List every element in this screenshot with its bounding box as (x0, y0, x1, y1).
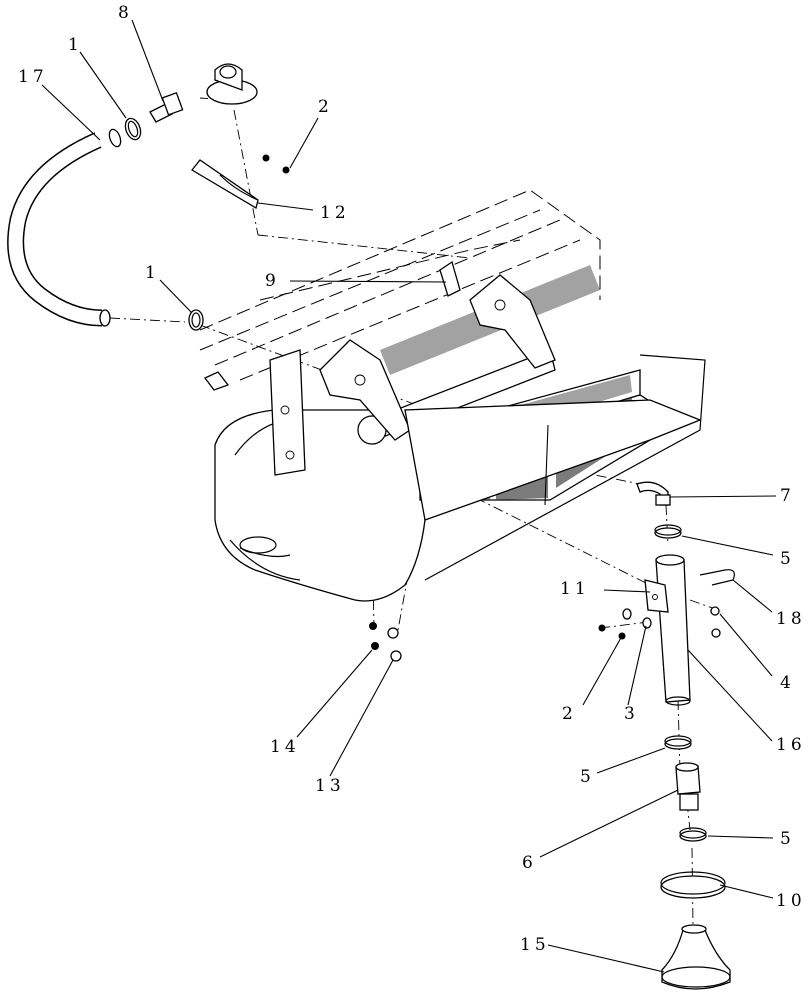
boot-15 (661, 924, 731, 990)
callout-14: 14 (270, 737, 300, 757)
callout-3: 3 (624, 704, 639, 724)
rotor-housing-assembly (214, 265, 706, 602)
u-bolt-18 (699, 569, 735, 586)
leader-lines (41, 19, 777, 973)
bracket-12 (191, 159, 259, 210)
band-clamp-10 (660, 871, 726, 899)
hose-clamp-5-a (654, 524, 682, 539)
callout-16: 16 (776, 735, 806, 755)
callout-2-lower: 2 (562, 704, 577, 724)
barbed-fitting-8 (149, 91, 184, 123)
callout-5-a: 5 (780, 549, 795, 569)
callout-17: 17 (18, 67, 48, 87)
callout-5-c: 5 (780, 829, 795, 849)
callout-10: 10 (776, 891, 806, 911)
coupler-6 (675, 762, 701, 811)
callout-15: 15 (520, 935, 550, 955)
elbow-flange (206, 63, 258, 105)
callout-1-upper: 1 (68, 35, 83, 55)
hose-clamp-1-upper (124, 117, 142, 141)
square-tube (203, 371, 230, 391)
callout-9: 9 (265, 271, 280, 291)
callouts: 8 1 17 2 12 9 1 7 5 11 18 4 2 3 16 14 13… (18, 3, 806, 955)
nuts-14 (369, 622, 379, 650)
callout-12: 12 (320, 203, 350, 223)
callout-18: 18 (776, 609, 806, 629)
nuts-4 (710, 606, 721, 638)
mount-bracket-11 (644, 579, 669, 613)
callout-4: 4 (780, 673, 795, 693)
nuts-2-upper (262, 154, 290, 174)
callout-2-upper: 2 (318, 97, 333, 117)
washers-3 (622, 608, 652, 629)
callout-5-b: 5 (580, 767, 595, 787)
hose-clamp-5-b (664, 735, 692, 750)
elbow-fitting-7 (636, 481, 671, 506)
callout-7: 7 (780, 486, 795, 506)
callout-13: 13 (315, 776, 345, 796)
hose-clamp-5-c (679, 827, 707, 842)
hose-17 (7, 128, 122, 327)
callout-6: 6 (522, 853, 537, 873)
pipe-16 (655, 554, 691, 706)
bracket-9 (439, 260, 461, 297)
callout-1-lower: 1 (145, 263, 160, 283)
callout-11: 11 (560, 579, 590, 599)
callout-8: 8 (118, 3, 133, 23)
hose-clamp-1-lower (188, 309, 204, 331)
washers-13 (387, 627, 402, 662)
